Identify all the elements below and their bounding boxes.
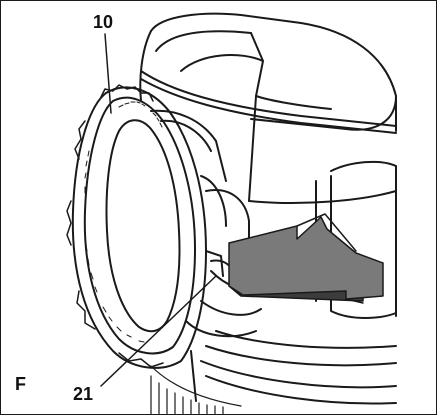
dial-ring [66,84,207,369]
callout-10-leader [104,33,112,114]
knurled-base [150,365,242,415]
figure-letter: F [15,374,26,394]
callout-21-leader [100,275,217,387]
push-arrow [228,213,384,304]
callout-21-label: 21 [73,384,94,404]
housing-body [139,12,397,405]
inner-collar [150,109,262,338]
dial-engraving [84,101,163,343]
callout-10-label: 10 [93,12,114,32]
